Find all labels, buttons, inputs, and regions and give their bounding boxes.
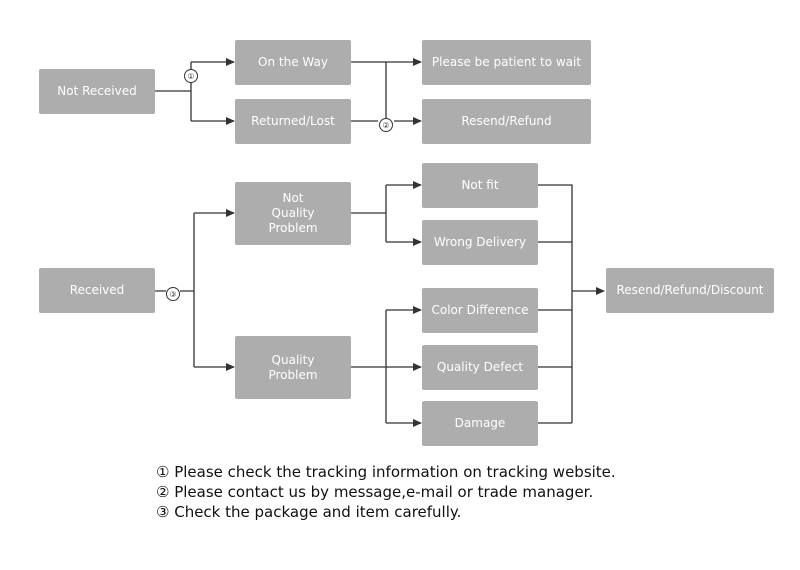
box-damage: Damage [422, 401, 538, 446]
box-wrong-delivery: Wrong Delivery [422, 220, 538, 265]
line-on-the-way-out [351, 61, 387, 121]
marker-circle-2 [379, 118, 393, 132]
line-merge [538, 184, 573, 424]
box-quality-problem: Quality Problem [235, 336, 351, 399]
box-be-patient: Please be patient to wait [422, 40, 591, 85]
box-color-difference: Color Difference [422, 288, 538, 333]
line-quality-out [351, 310, 387, 423]
line-not-received-trunk [155, 62, 192, 121]
marker-circle-1 [184, 69, 198, 83]
box-resend-refund: Resend/Refund [422, 99, 591, 144]
box-on-the-way: On the Way [235, 40, 351, 85]
note-2: ② Please contact us by message,e-mail or… [156, 483, 594, 501]
line-received-trunk [155, 213, 195, 367]
marker-3: ③ [169, 290, 176, 299]
box-not-fit: Not fit [422, 163, 538, 208]
box-resend-refund-discount: Resend/Refund/Discount [606, 268, 774, 313]
notes-list: ① Please check the tracking information … [156, 462, 756, 522]
box-returned-lost: Returned/Lost [235, 99, 351, 144]
line-not-quality-out [351, 185, 387, 242]
marker-1: ① [187, 72, 194, 81]
box-received: Received [39, 268, 155, 313]
note-1: ① Please check the tracking information … [156, 463, 616, 481]
box-quality-defect: Quality Defect [422, 345, 538, 390]
box-not-received: Not Received [39, 69, 155, 114]
marker-circle-3 [166, 287, 180, 301]
box-not-quality-problem: Not Quality Problem [235, 182, 351, 245]
marker-2: ② [382, 121, 389, 130]
note-3: ③ Check the package and item carefully. [156, 503, 462, 521]
